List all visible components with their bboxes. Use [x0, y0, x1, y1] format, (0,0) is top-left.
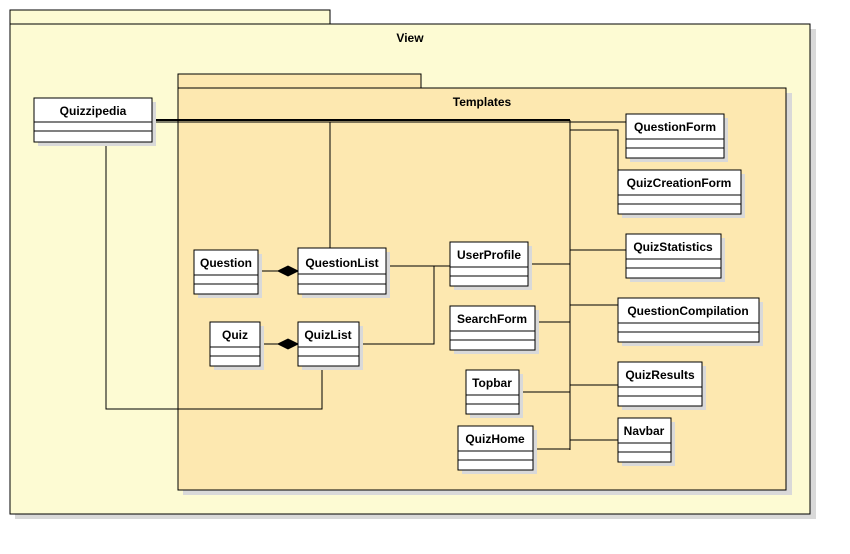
connectors: [105, 119, 626, 450]
class-quiz-list: QuizList: [297, 321, 363, 370]
class-topbar-name: Topbar: [472, 376, 512, 390]
class-question-compilation-name: QuestionCompilation: [627, 304, 748, 318]
class-question-form-name: QuestionForm: [634, 120, 716, 134]
class-quiz-results: QuizResults: [617, 361, 706, 410]
class-quiz-statistics: QuizStatistics: [625, 233, 725, 282]
package-templates-label: Templates: [453, 95, 512, 109]
class-quiz-statistics-name: QuizStatistics: [633, 240, 713, 254]
class-navbar-name: Navbar: [624, 424, 665, 438]
class-quiz: Quiz: [209, 321, 264, 370]
class-quiz-home-name: QuizHome: [465, 432, 525, 446]
class-quiz-creation-form-name: QuizCreationForm: [627, 176, 732, 190]
class-question-list: QuestionList: [297, 247, 390, 298]
class-quiz-results-name: QuizResults: [625, 368, 695, 382]
class-quiz-home: QuizHome: [457, 425, 537, 474]
class-search-form-name: SearchForm: [457, 312, 527, 326]
package-view-label: View: [396, 31, 424, 45]
class-quizzipedia-name: Quizzipedia: [60, 104, 127, 118]
class-quiz-name: Quiz: [222, 328, 248, 342]
class-quiz-list-name: QuizList: [304, 328, 351, 342]
class-question-name: Question: [200, 256, 252, 270]
class-quiz-creation-form: QuizCreationForm: [617, 169, 745, 218]
class-navbar: Navbar: [617, 417, 675, 466]
class-question: Question: [193, 249, 262, 298]
class-user-profile-name: UserProfile: [457, 248, 521, 262]
class-question-list-name: QuestionList: [305, 256, 378, 270]
class-question-compilation: QuestionCompilation: [617, 297, 763, 346]
class-user-profile: UserProfile: [449, 241, 532, 290]
class-topbar: Topbar: [465, 369, 523, 418]
class-search-form: SearchForm: [449, 305, 539, 354]
class-quizzipedia: Quizzipedia: [33, 97, 156, 146]
class-question-form: QuestionForm: [625, 113, 728, 162]
